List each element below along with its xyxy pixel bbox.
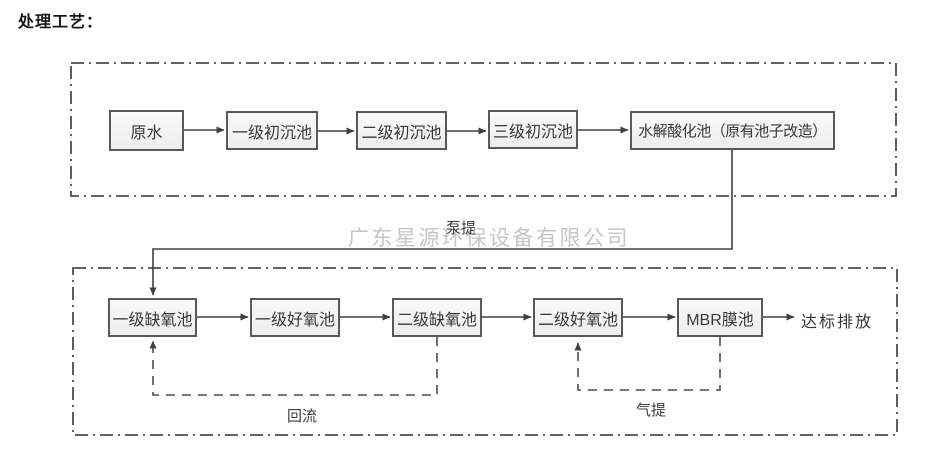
node-anoxic-1: 一级缺氧池 bbox=[108, 298, 197, 337]
pump-lift-label: 泵提 bbox=[446, 220, 477, 237]
airlift-label: 气提 bbox=[636, 402, 667, 419]
arrow-pump-lift bbox=[149, 150, 733, 296]
node-aerobic-2: 二级好氧池 bbox=[533, 298, 623, 337]
node-aerobic-1: 一级好氧池 bbox=[250, 298, 340, 337]
watermark-text: 广东星源环保设备有限公司 bbox=[348, 227, 630, 250]
arrow-reflux-recycle bbox=[149, 337, 438, 396]
node-anoxic-2: 二级缺氧池 bbox=[392, 298, 482, 337]
node-secondary-sedimentation: 二级初沉池 bbox=[356, 111, 447, 150]
arrow-airlift-recycle bbox=[574, 337, 721, 391]
node-hydrolysis-acidification: 水解酸化池（原有池子改造） bbox=[630, 111, 835, 150]
node-raw-water: 原水 bbox=[109, 110, 184, 151]
node-mbr-membrane: MBR膜池 bbox=[677, 298, 763, 337]
stage1-boundary bbox=[70, 62, 897, 197]
node-primary-sedimentation: 一级初沉池 bbox=[226, 111, 318, 150]
stage2-boundary bbox=[72, 267, 898, 436]
node-tertiary-sedimentation: 三级初沉池 bbox=[488, 110, 578, 149]
reflux-label: 回流 bbox=[287, 408, 318, 425]
outfall-label: 达标排放 bbox=[801, 314, 874, 331]
page-title: 处理工艺： bbox=[18, 14, 104, 31]
